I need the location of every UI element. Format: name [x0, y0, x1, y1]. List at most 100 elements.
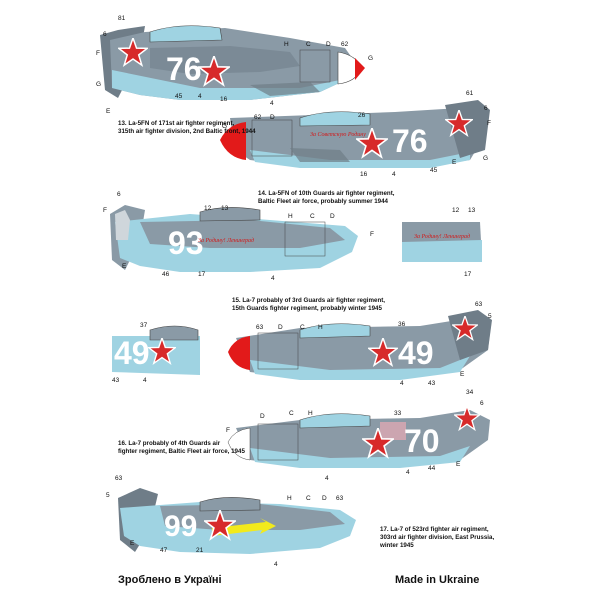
svg-text:D: D [322, 495, 327, 502]
svg-text:F: F [96, 50, 100, 57]
aircraft-17-profile: 99 63 5 E 47 21 H C D 63 4 [106, 475, 356, 568]
svg-text:36: 36 [398, 321, 406, 328]
svg-text:C: C [306, 495, 311, 502]
aircraft-14-profile: 76 За Советскую Родину 61 6 F G E 45 16 … [220, 90, 491, 178]
svg-text:4: 4 [400, 380, 404, 387]
svg-text:G: G [96, 81, 101, 88]
tactical-number: 76 [392, 123, 428, 159]
svg-text:44: 44 [428, 465, 436, 472]
svg-text:62: 62 [341, 41, 349, 48]
svg-text:E: E [106, 108, 111, 115]
svg-text:17: 17 [198, 271, 206, 278]
svg-text:34: 34 [466, 389, 474, 396]
svg-text:F: F [226, 427, 230, 434]
svg-text:63: 63 [336, 495, 344, 502]
svg-text:63: 63 [256, 324, 264, 331]
svg-text:H: H [287, 495, 292, 502]
aircraft-16-tail: 49 37 43 4 [112, 322, 200, 384]
slogan-text-detail: За Родину! Ленинград [414, 233, 470, 240]
svg-text:H: H [308, 410, 313, 417]
svg-text:12: 12 [204, 205, 212, 212]
caption-13: 13. La-5FN of 171st air fighter regiment… [118, 120, 256, 135]
svg-text:6: 6 [484, 105, 488, 112]
svg-text:D: D [260, 413, 265, 420]
svg-text:F: F [103, 207, 107, 214]
aircraft-15-detail: За Родину! Ленинград 12 13 17 [402, 207, 482, 278]
svg-text:D: D [330, 213, 335, 220]
svg-text:F: F [370, 231, 374, 238]
caption-17: 17. La-7 of 523rd fighter air regiment, … [380, 526, 495, 549]
aircraft-16-profile: 49 63 D C H 36 4 43 63 5 E [228, 301, 492, 387]
svg-text:G: G [222, 123, 227, 130]
svg-text:47: 47 [160, 547, 168, 554]
slogan-text: За Родину! Ленинград [198, 237, 254, 244]
svg-text:62: 62 [254, 114, 262, 121]
svg-text:D: D [326, 41, 331, 48]
svg-text:61: 61 [466, 90, 474, 97]
svg-text:45: 45 [430, 167, 438, 174]
svg-text:4: 4 [406, 469, 410, 476]
svg-text:16: 16 [360, 171, 368, 178]
callout-labels: 81 6 F G E 45 4 16 4 H C D 62 G [96, 15, 373, 115]
svg-text:E: E [130, 540, 135, 547]
tactical-number: 93 [168, 225, 204, 261]
svg-text:H: H [288, 213, 293, 220]
svg-text:4: 4 [274, 561, 278, 568]
svg-text:4: 4 [392, 171, 396, 178]
svg-text:21: 21 [196, 547, 204, 554]
svg-text:4: 4 [270, 100, 274, 107]
svg-text:13: 13 [468, 207, 476, 214]
footer-made-in-ukraine-en: Made in Ukraine [395, 574, 480, 586]
svg-text:12: 12 [452, 207, 460, 214]
svg-text:4: 4 [325, 475, 329, 482]
callout-labels: 61 6 F G E 45 16 4 26 62 D G [222, 90, 491, 178]
svg-text:5: 5 [488, 313, 492, 320]
svg-text:D: D [270, 114, 275, 121]
tactical-number: 70 [404, 423, 440, 459]
svg-text:4: 4 [271, 275, 275, 282]
svg-text:G: G [368, 55, 373, 62]
callout-labels: 63 5 E 47 21 H C D 63 4 [106, 475, 344, 568]
svg-text:16: 16 [220, 96, 228, 103]
svg-text:E: E [122, 263, 127, 270]
tactical-number: 49 [398, 335, 434, 371]
svg-text:E: E [456, 461, 461, 468]
svg-text:D: D [278, 324, 283, 331]
svg-text:45: 45 [175, 93, 183, 100]
svg-text:13: 13 [221, 205, 229, 212]
svg-text:4: 4 [143, 377, 147, 384]
callout-labels: 6 F E 46 17 12 13 H C D 4 F [103, 191, 374, 282]
svg-text:43: 43 [112, 377, 120, 384]
slogan-text: За Советскую Родину [310, 131, 366, 138]
svg-text:6: 6 [117, 191, 121, 198]
svg-text:63: 63 [475, 301, 483, 308]
callout-labels: 12 13 17 [452, 207, 476, 278]
svg-text:F: F [487, 120, 491, 127]
svg-text:E: E [452, 159, 457, 166]
svg-text:43: 43 [428, 380, 436, 387]
svg-text:17: 17 [464, 271, 472, 278]
svg-text:26: 26 [358, 112, 366, 119]
svg-text:H: H [284, 41, 289, 48]
svg-text:H: H [318, 324, 323, 331]
caption-16: 16. La-7 probably of 4th Guards air figh… [118, 440, 245, 455]
aircraft-13-profile: 76 81 6 F G E 45 4 16 4 H C D 62 G [96, 15, 373, 115]
tactical-number: 99 [164, 510, 197, 543]
svg-text:81: 81 [118, 15, 126, 22]
tactical-number: 49 [114, 335, 150, 371]
aircraft-16b-profile: 70 F D C H 33 34 6 4 44 E 4 [226, 389, 490, 482]
caption-15: 15. La-7 probably of 3rd Guards air figh… [232, 297, 386, 312]
callout-labels: 63 D C H 36 4 43 63 5 E [256, 301, 492, 387]
svg-text:C: C [300, 324, 305, 331]
svg-text:37: 37 [140, 322, 148, 329]
svg-text:E: E [460, 371, 465, 378]
footer-made-in-ukraine-ua: Зроблено в Україні [118, 574, 222, 586]
svg-text:C: C [306, 41, 311, 48]
svg-text:33: 33 [394, 410, 402, 417]
callout-labels: 37 43 4 [112, 322, 148, 384]
callout-labels: F D C H 33 34 6 4 44 E 4 [226, 389, 484, 482]
aircraft-15-profile: 93 За Родину! Ленинград 6 F E 46 17 12 1… [103, 191, 374, 282]
svg-text:5: 5 [106, 492, 110, 499]
svg-text:63: 63 [115, 475, 123, 482]
